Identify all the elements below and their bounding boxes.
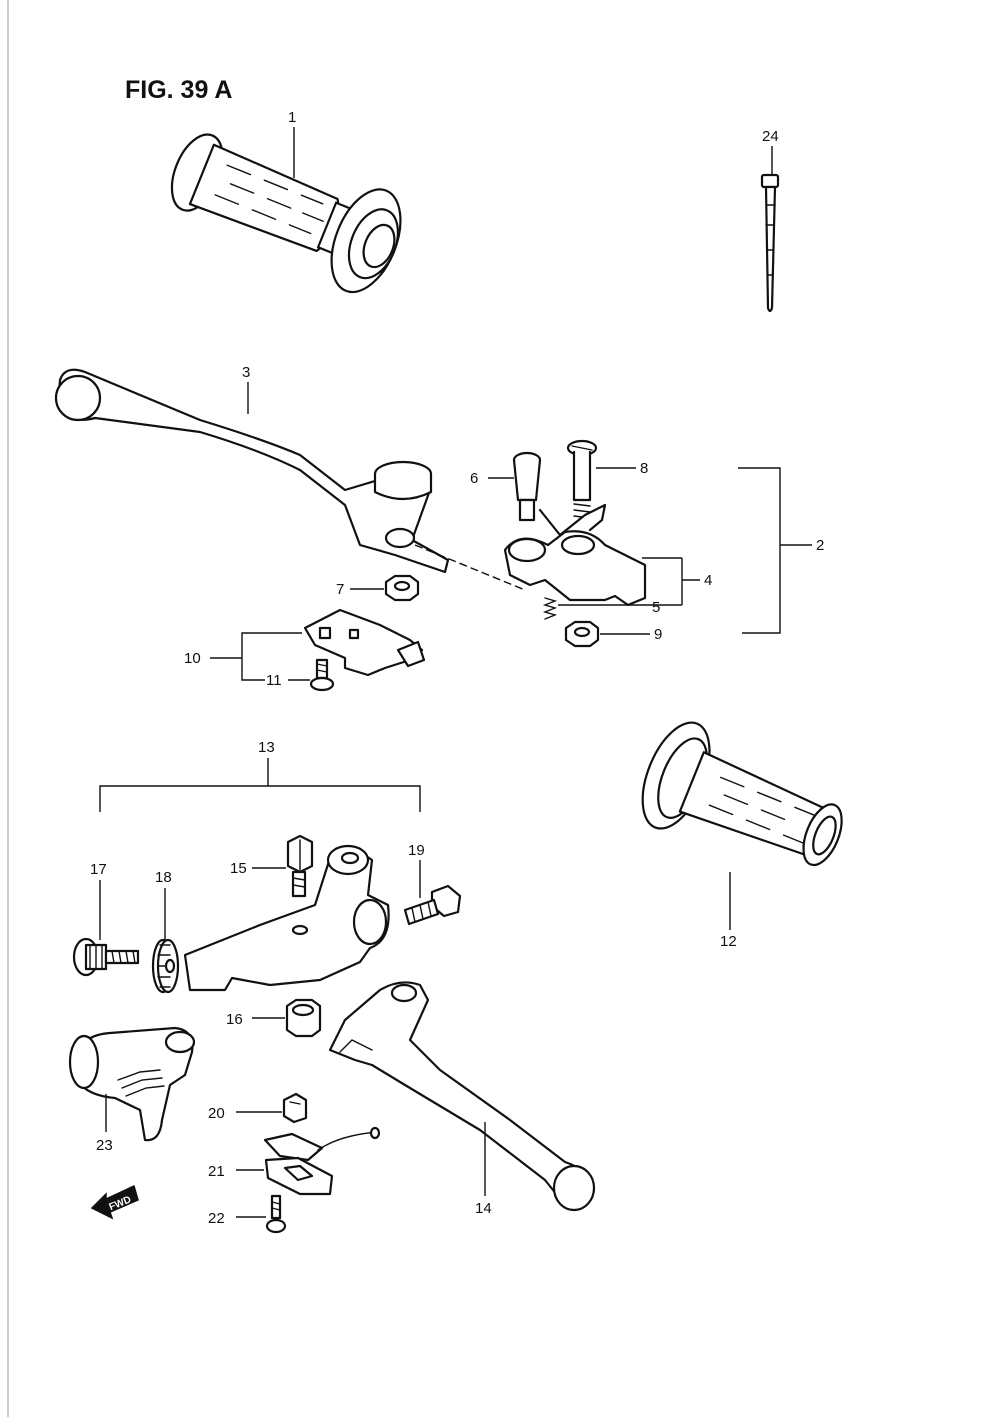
lever-holder [503, 503, 647, 607]
callout-17: 17 [90, 861, 107, 878]
bracket-2 [738, 467, 781, 634]
callout-5: 5 [652, 599, 660, 616]
callout-4: 4 [704, 572, 712, 589]
switch-screw [309, 658, 335, 692]
figure-title: FIG. 39 A [125, 76, 232, 104]
spring [542, 597, 558, 620]
clutch-lever [328, 981, 596, 1212]
left-grip [641, 721, 843, 867]
callout-16: 16 [226, 1011, 243, 1028]
callout-22: 22 [208, 1210, 225, 1227]
holder-screw [566, 439, 598, 519]
callout-10: 10 [184, 650, 201, 667]
adjuster-bolt [72, 937, 140, 977]
callout-18: 18 [155, 869, 172, 886]
bracket-13 [99, 785, 421, 812]
callout-15: 15 [230, 860, 247, 877]
clutch-bolt [286, 834, 314, 898]
callout-9: 9 [654, 626, 662, 643]
callout-14: 14 [475, 1200, 492, 1217]
brake-light-switch [303, 608, 426, 677]
callout-6: 6 [470, 470, 478, 487]
callout-20: 20 [208, 1105, 225, 1122]
callout-13: 13 [258, 739, 275, 756]
throttle-grip [170, 133, 402, 294]
bracket-10 [241, 632, 302, 681]
callout-19: 19 [408, 842, 425, 859]
callout-24: 24 [762, 128, 779, 145]
callout-2: 2 [816, 537, 824, 554]
callout-12: 12 [720, 933, 737, 950]
cable-tie [760, 173, 780, 313]
callout-7: 7 [336, 581, 344, 598]
switch-clip [282, 1092, 308, 1124]
clutch-lever-holder [183, 844, 390, 992]
pivot-bolt [512, 451, 542, 522]
callout-3: 3 [242, 364, 250, 381]
callout-8: 8 [640, 460, 648, 477]
clutch-switch [263, 1126, 381, 1196]
lock-nut [151, 938, 180, 994]
bolt-19 [403, 884, 462, 926]
callout-23: 23 [96, 1137, 113, 1154]
alignment-line [414, 544, 526, 591]
callout-11: 11 [266, 672, 282, 689]
callout-21: 21 [208, 1163, 225, 1180]
switch-screw-22 [265, 1194, 287, 1234]
forward-arrow-icon: FWD [90, 1184, 139, 1220]
nut-9 [564, 620, 600, 648]
nut-7 [384, 574, 420, 602]
lever-boot [68, 1026, 196, 1142]
nut-16 [285, 998, 322, 1038]
brake-lever [54, 368, 450, 574]
callout-1: 1 [288, 109, 296, 126]
